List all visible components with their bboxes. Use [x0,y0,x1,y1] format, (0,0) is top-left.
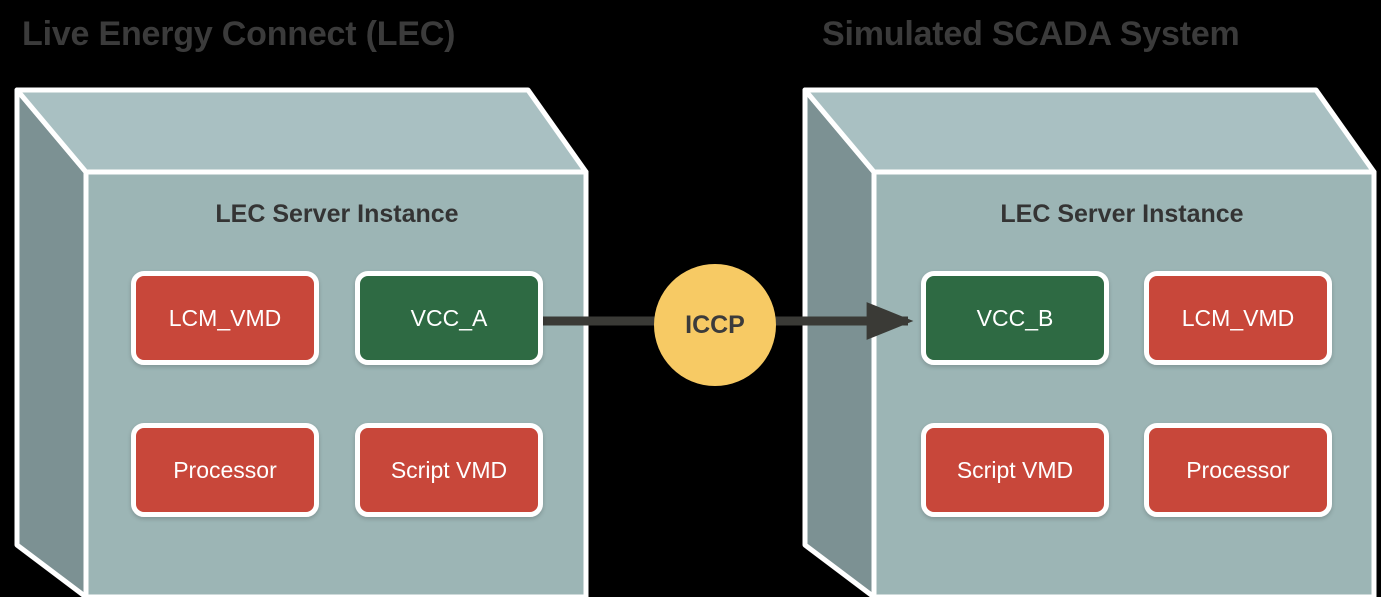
node-label: Processor [173,456,277,483]
node-lec-vcc-a[interactable]: VCC_A [355,271,543,365]
node-label: Script VMD [390,456,508,483]
node-label: VCC_A [410,304,488,331]
node-label: Processor [1186,456,1290,483]
node-label: LCM_VMD [1181,304,1295,331]
node-label: LCM_VMD [168,304,282,331]
iccp-label: ICCP [685,310,745,339]
node-lec-script-vmd[interactable]: Script VMD [355,423,543,517]
node-label: Script VMD [956,456,1074,483]
node-scada-lcm-vmd[interactable]: LCM_VMD [1144,271,1332,365]
node-lec-lcm-vmd[interactable]: LCM_VMD [131,271,319,365]
node-scada-vcc-b[interactable]: VCC_B [921,271,1109,365]
panel-title-scada: Simulated SCADA System [822,15,1240,53]
node-lec-processor[interactable]: Processor [131,423,319,517]
instance-label-lec: LEC Server Instance [215,200,459,228]
node-scada-script-vmd[interactable]: Script VMD [921,423,1109,517]
iccp-connector-node[interactable]: ICCP [654,264,776,386]
node-scada-processor[interactable]: Processor [1144,423,1332,517]
node-label: VCC_B [976,304,1054,331]
instance-label-scada: LEC Server Instance [1000,200,1244,228]
panel-title-lec: Live Energy Connect (LEC) [22,15,456,53]
